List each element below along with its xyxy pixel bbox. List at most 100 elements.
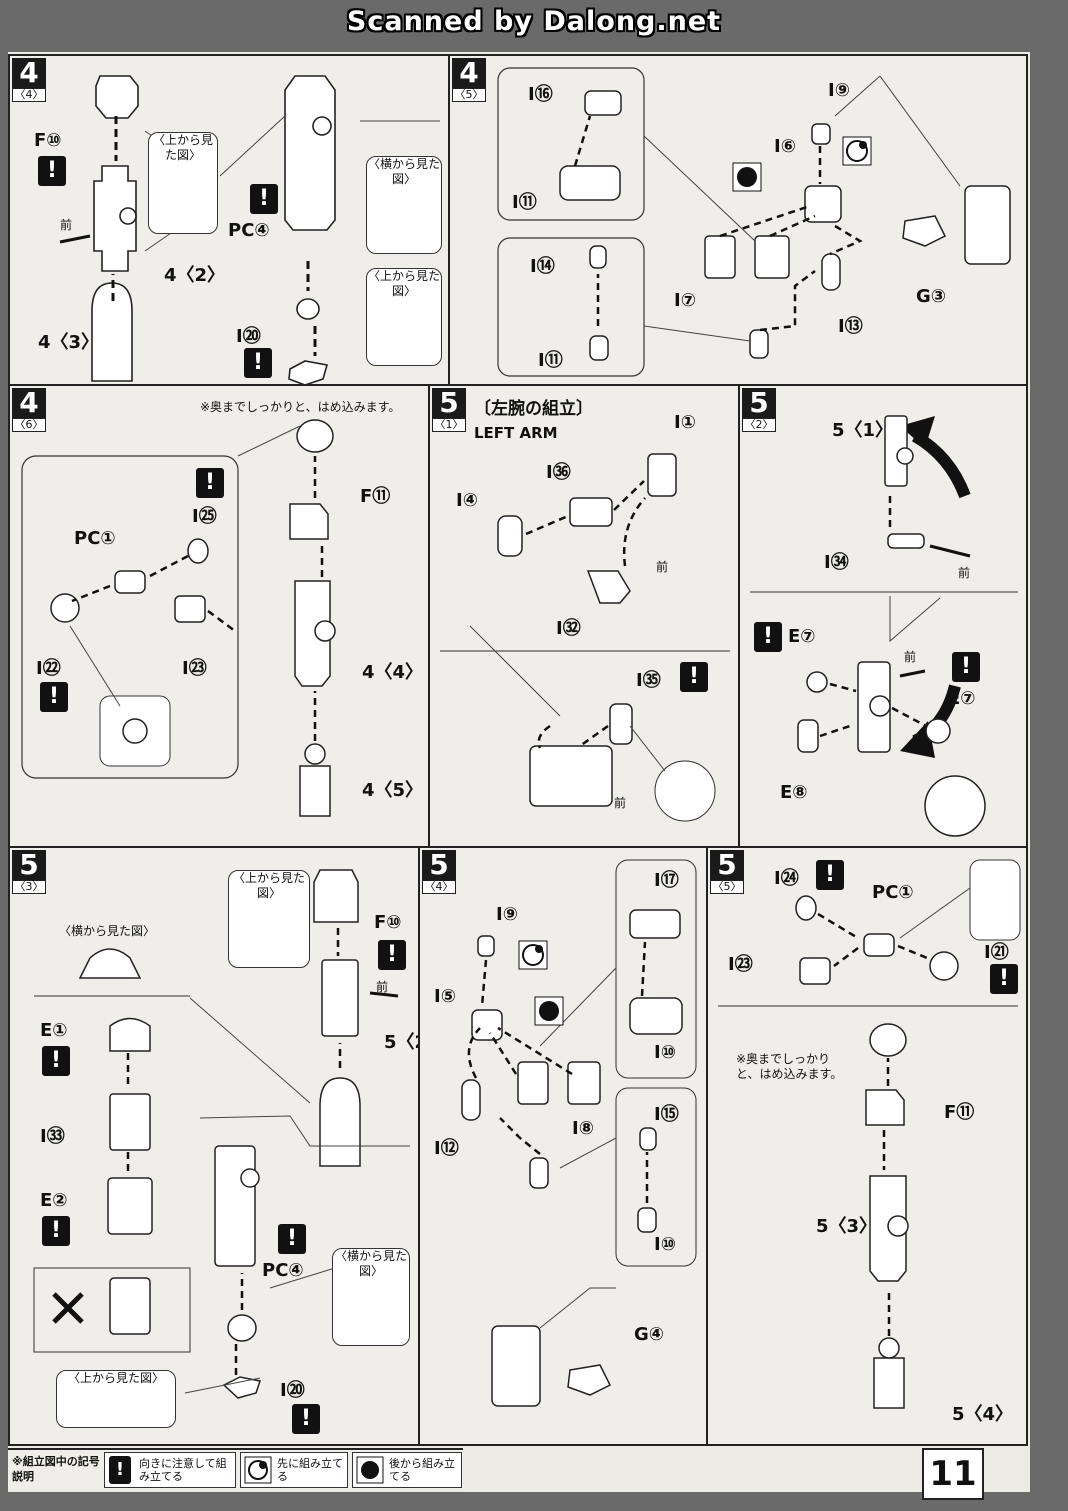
part-label: I⑩ xyxy=(654,1234,676,1255)
ref-label: 5〈1〉 xyxy=(832,420,894,441)
part-label: PC④ xyxy=(262,1260,304,1281)
part-label: E⑦ xyxy=(948,688,976,709)
legend-title: ※組立図中の記号説明 xyxy=(12,1455,100,1483)
later-assemble-icon xyxy=(356,1456,384,1484)
exclamation-icon: ! xyxy=(378,940,406,970)
panel-step-5-3: 5 〈3〉 xyxy=(8,846,420,1446)
ref-label: 4〈5〉 xyxy=(362,780,424,801)
assembly-drawing xyxy=(461,859,697,1407)
part-label: E⑧ xyxy=(780,782,808,803)
part-label: I⑦ xyxy=(674,290,696,311)
top-view-callout: 〈上から見た図〉 xyxy=(56,1370,176,1428)
exclamation-icon: ! xyxy=(990,964,1018,994)
part-label: E① xyxy=(40,1020,68,1041)
legend-item: ! 向きに注意して組み立てる xyxy=(104,1452,236,1488)
part-label: I⑪ xyxy=(538,350,563,371)
part-label: PC① xyxy=(872,882,914,903)
exclamation-icon: ! xyxy=(292,1404,320,1434)
first-assemble-icon xyxy=(244,1456,272,1484)
part-label: I㉜ xyxy=(556,618,581,639)
ref-label: 4〈3〉 xyxy=(38,332,100,353)
exclamation-icon: ! xyxy=(38,156,66,186)
part-label: I⑥ xyxy=(774,136,796,157)
side-view-callout: 〈横から見た図〉 xyxy=(332,1248,410,1346)
part-label: I④ xyxy=(456,490,478,511)
part-label: I㉞ xyxy=(824,552,849,573)
part-label: I㉔ xyxy=(774,868,799,889)
panel-step-5-2: 5 〈2〉 xyxy=(738,384,1028,848)
part-label: I⑳ xyxy=(280,1380,305,1401)
assembly-drawing xyxy=(718,859,1021,1409)
part-label: I⑩ xyxy=(654,1042,676,1063)
press-note: ※奥までしっかりと、はめ込みます。 xyxy=(200,400,401,414)
symbol-legend: ※組立図中の記号説明 ! 向きに注意して組み立てる 先に組み立てる 後から組み立… xyxy=(8,1448,463,1490)
exclamation-icon: ! xyxy=(196,468,224,498)
part-label: I㉓ xyxy=(182,658,207,679)
first-assemble-icon xyxy=(732,162,762,192)
assembly-drawing xyxy=(497,67,1011,377)
exclamation-icon: ! xyxy=(278,1224,306,1254)
part-label: I⑨ xyxy=(496,904,518,925)
part-label: I㉝ xyxy=(40,1126,65,1147)
assembly-drawing xyxy=(59,75,440,384)
step-label: 5 〈2〉 xyxy=(742,388,776,432)
legend-item: 後から組み立てる xyxy=(352,1452,462,1488)
step-label: 4 〈6〉 xyxy=(12,388,46,432)
step-label: 5 〈3〉 xyxy=(12,850,46,894)
step-label: 5 〈4〉 xyxy=(422,850,456,894)
panel-step-5-1: 5 〈1〉 〔左腕の組立〕 LEFT ARM xyxy=(428,384,740,848)
top-view-callout: 〈上から見た図〉 xyxy=(148,132,218,234)
part-label: I① xyxy=(674,412,696,433)
part-label: E② xyxy=(40,1190,68,1211)
part-label: I㊱ xyxy=(546,462,571,483)
exclamation-icon: ! xyxy=(109,1456,131,1484)
legend-item: 先に組み立てる xyxy=(240,1452,348,1488)
exclamation-icon: ! xyxy=(250,184,278,214)
exclamation-icon: ! xyxy=(40,682,68,712)
panel-step-5-4: 5 〈4〉 xyxy=(418,846,708,1446)
forward-label: 前 xyxy=(614,796,627,810)
exclamation-icon: ! xyxy=(952,652,980,682)
part-label: I⑧ xyxy=(572,1118,594,1139)
step-label: 5 〈1〉 xyxy=(432,388,466,432)
later-assemble-icon xyxy=(518,940,548,970)
later-assemble-icon xyxy=(842,136,872,166)
top-view-callout: 〈上から見た図〉 xyxy=(228,870,310,968)
first-assemble-icon xyxy=(534,996,564,1026)
section-title: 〔左腕の組立〕 xyxy=(474,399,593,419)
part-label: E⑦ xyxy=(788,626,816,647)
exclamation-icon: ! xyxy=(42,1046,70,1076)
part-label: I㉕ xyxy=(192,506,217,527)
exclamation-icon: ! xyxy=(754,622,782,652)
step-label: 4 〈5〉 xyxy=(452,58,486,102)
part-label: I⑪ xyxy=(512,192,537,213)
part-label: I⑨ xyxy=(828,80,850,101)
panel-step-4-5: 4 〈5〉 xyxy=(448,54,1028,386)
ref-label: 4〈4〉 xyxy=(362,662,424,683)
panel-step-4-6: 4 〈6〉 ※奥までしっかりと、はめ込みます。 xyxy=(8,384,430,848)
panel-step-4-4: 4 〈4〉 xyxy=(8,54,450,386)
side-view-label: 〈横から見た図〉 xyxy=(58,924,155,938)
forward-label: 前 xyxy=(904,650,917,664)
part-label: I㉑ xyxy=(984,942,1009,963)
section-subtitle: LEFT ARM xyxy=(474,424,558,442)
forward-label: 前 xyxy=(60,218,73,232)
part-label: G③ xyxy=(916,286,947,307)
part-label: I⑳ xyxy=(236,326,261,347)
part-label: I⑬ xyxy=(838,316,863,337)
side-view-callout: 〈横から見た図〉 xyxy=(366,156,442,254)
scan-banner: Scanned by Dalong.net xyxy=(346,6,722,37)
forward-label: 前 xyxy=(958,566,971,580)
exclamation-icon: ! xyxy=(42,1216,70,1246)
part-label: I㉒ xyxy=(36,658,61,679)
part-label: F⑩ xyxy=(34,130,62,151)
exclamation-icon: ! xyxy=(680,662,708,692)
assembly-drawing xyxy=(440,453,730,822)
ref-label: 5〈4〉 xyxy=(952,1404,1014,1425)
forward-label: 前 xyxy=(376,980,389,994)
part-label: F⑪ xyxy=(360,486,391,507)
assembly-drawing xyxy=(750,415,1018,837)
page-number: 11 xyxy=(922,1448,984,1500)
part-label: I⑫ xyxy=(434,1138,459,1159)
step-label: 4 〈4〉 xyxy=(12,58,46,102)
